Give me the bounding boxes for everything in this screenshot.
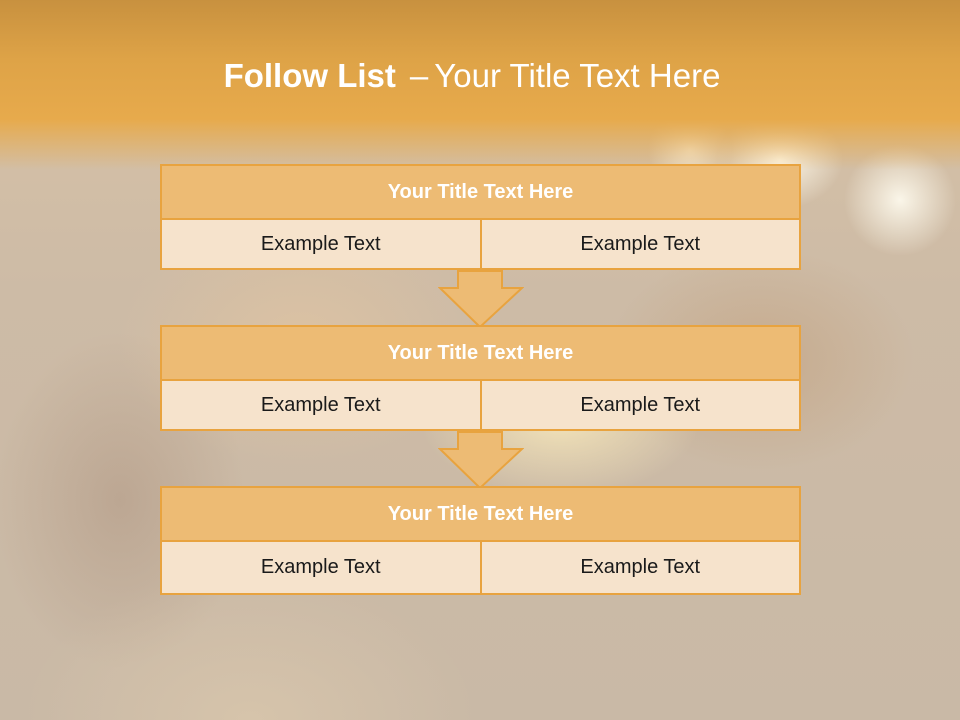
block-title: Your Title Text Here: [160, 486, 801, 542]
down-arrow-icon: [438, 431, 524, 490]
slide-title-rest: Your Title Text Here: [434, 57, 721, 94]
list-block-2: Your Title Text Here Example Text Exampl…: [160, 325, 801, 431]
block-row: Example Text Example Text: [160, 220, 801, 270]
slide-title-separator: –: [409, 57, 429, 94]
list-block-3: Your Title Text Here Example Text Exampl…: [160, 486, 801, 595]
block-row: Example Text Example Text: [160, 381, 801, 431]
block-cell-right: Example Text: [479, 381, 800, 429]
block-cell-left: Example Text: [260, 232, 381, 255]
block-row: Example Text Example Text: [160, 542, 801, 595]
block-cell-left: Example Text: [260, 393, 381, 416]
block-title: Your Title Text Here: [160, 325, 801, 381]
block-cell-right: Example Text: [479, 542, 800, 593]
down-arrow-icon: [438, 270, 524, 329]
slide-title-bold: Follow List: [223, 57, 396, 94]
block-cell-right: Example Text: [479, 220, 800, 268]
header-band: [0, 0, 960, 170]
list-block-1: Your Title Text Here Example Text Exampl…: [160, 164, 801, 270]
block-cell-left: Example Text: [260, 556, 381, 578]
slide-title: Follow List–Your Title Text Here: [0, 52, 944, 100]
block-title: Your Title Text Here: [160, 164, 801, 220]
